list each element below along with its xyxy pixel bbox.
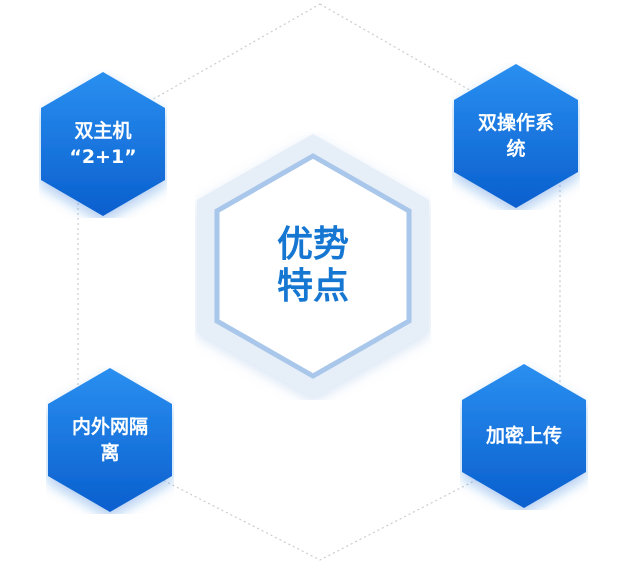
center-title: 优势 特点 [276, 224, 349, 307]
feature-label: 双主机 “2+1” [69, 120, 137, 168]
feature-hexagon-dual-os: 双操作系 统 [452, 62, 580, 210]
feature-label: 内外网隔 离 [71, 416, 148, 464]
feature-hexagon-dual-host: 双主机 “2+1” [39, 70, 167, 218]
feature-label: 双操作系 统 [477, 112, 554, 160]
feature-label: 加密上传 [485, 425, 562, 447]
feature-hexagon-encrypted-upload: 加密上传 [460, 362, 588, 510]
center-hexagon: 优势 特点 [195, 132, 431, 400]
feature-hexagon-net-isolation: 内外网隔 离 [46, 366, 174, 514]
